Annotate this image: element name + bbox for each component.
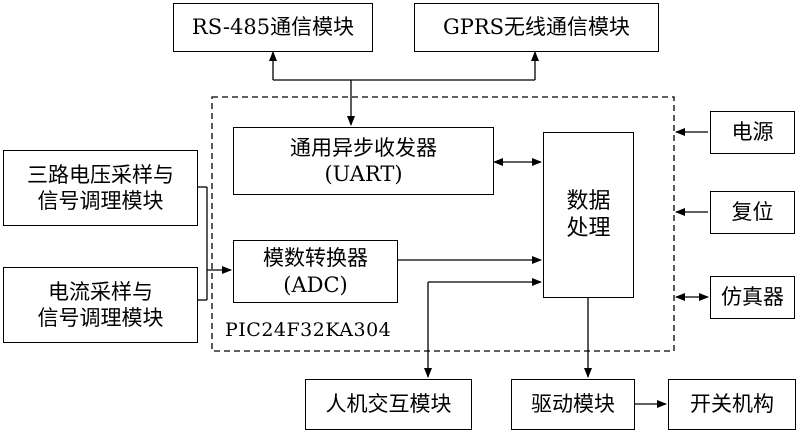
adc-block: 模数转换器 (ADC) — [233, 240, 398, 303]
mcu-label: PIC24F32KA304 — [225, 319, 392, 341]
driver-module: 驱动模块 — [511, 379, 635, 430]
gprs-module: GPRS无线通信模块 — [414, 3, 659, 52]
current-sampling-module: 电流采样与 信号调理模块 — [3, 267, 198, 343]
hmi-module: 人机交互模块 — [305, 379, 472, 430]
reset-block: 复位 — [710, 191, 795, 234]
mcu-boundary — [211, 96, 675, 352]
three-phase-voltage-module: 三路电压采样与 信号调理模块 — [3, 150, 198, 226]
data-processing-block: 数据 处理 — [543, 132, 634, 298]
rs485-module: RS-485通信模块 — [173, 3, 373, 52]
uart-block: 通用异步收发器 (UART) — [233, 127, 494, 195]
power-block: 电源 — [710, 111, 795, 154]
emulator-block: 仿真器 — [710, 276, 795, 319]
switch-mechanism-module: 开关机构 — [668, 379, 796, 430]
